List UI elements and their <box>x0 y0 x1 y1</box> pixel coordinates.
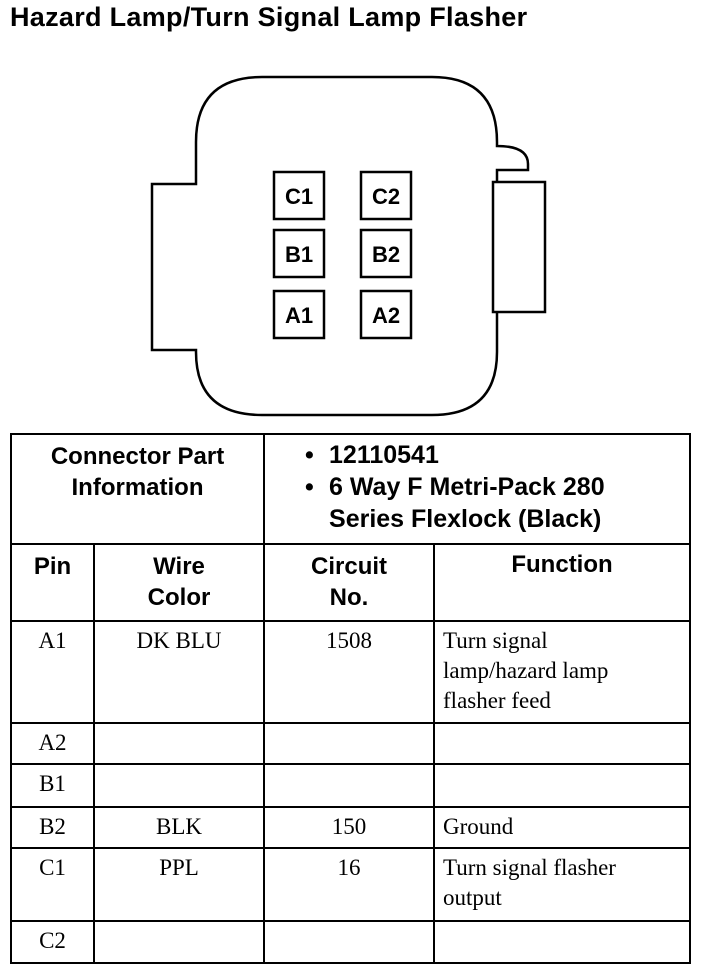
connector-face-diagram: C1 C2 B1 B2 A1 A2 <box>150 75 547 417</box>
col-header-pin: Pin <box>10 543 95 622</box>
column-header-row: Pin Wire Color Circuit No. Function <box>10 543 692 622</box>
col-header-circuit: Circuit No. <box>263 543 436 622</box>
cavity-label: C1 <box>285 184 313 209</box>
part-info-row: Connector Part Information •12110541 •6 … <box>9 433 692 545</box>
cavity-label: C2 <box>372 184 400 209</box>
pin-cell: C2 <box>10 920 95 964</box>
part-number: •12110541 <box>305 441 439 469</box>
circuit-cell <box>263 920 436 964</box>
connector-outline <box>150 75 530 417</box>
page-title: Hazard Lamp/Turn Signal Lamp Flasher <box>10 2 528 32</box>
wire-color-cell: BLK <box>92 806 266 849</box>
circuit-cell: 1508 <box>263 620 436 724</box>
cavity-a1: A1 <box>272 289 326 340</box>
circuit-cell <box>263 722 436 765</box>
function-cell: Turn signal lamp/hazard lamp flasher fee… <box>433 620 692 724</box>
function-cell: Turn signal flasher output <box>433 847 692 922</box>
cavity-c1: C1 <box>272 170 326 221</box>
table-row: B1 <box>10 763 692 808</box>
col-header-wire-color: Wire Color <box>92 543 266 622</box>
bullet-icon: • <box>305 473 314 501</box>
cavity-label: A1 <box>285 303 313 328</box>
circuit-cell: 16 <box>263 847 436 922</box>
cavity-label: A2 <box>372 303 400 328</box>
table-row: C1 PPL 16 Turn signal flasher output <box>10 847 692 922</box>
col-header-function: Function <box>433 543 692 622</box>
part-info-values: •12110541 •6 Way F Metri-Pack 280 Series… <box>263 433 692 545</box>
table-row: B2 BLK 150 Ground <box>10 806 692 849</box>
bullet-icon: • <box>305 441 314 469</box>
connector-info-table: Connector Part Information •12110541 •6 … <box>9 433 692 964</box>
cavity-label: B1 <box>285 242 313 267</box>
cavity-b2: B2 <box>359 228 413 279</box>
wire-color-cell: DK BLU <box>92 620 266 724</box>
function-cell <box>433 920 692 964</box>
cavity-b1: B1 <box>272 228 326 279</box>
cavity-label: B2 <box>372 242 400 267</box>
function-cell <box>433 763 692 808</box>
part-info-label: Connector Part Information <box>9 433 266 545</box>
table-row: A2 <box>10 722 692 765</box>
pin-cell: A1 <box>10 620 95 724</box>
circuit-cell <box>263 763 436 808</box>
pin-cell: B2 <box>10 806 95 849</box>
wire-color-cell <box>92 920 266 964</box>
cavity-a2: A2 <box>359 289 413 340</box>
circuit-cell: 150 <box>263 806 436 849</box>
table-row: C2 <box>10 920 692 964</box>
table-row: A1 DK BLU 1508 Turn signal lamp/hazard l… <box>10 620 692 724</box>
wire-color-cell <box>92 722 266 765</box>
connector-latch <box>491 180 547 314</box>
function-cell: Ground <box>433 806 692 849</box>
pin-cell: C1 <box>10 847 95 922</box>
wire-color-cell <box>92 763 266 808</box>
pin-cell: A2 <box>10 722 95 765</box>
pin-cell: B1 <box>10 763 95 808</box>
cavity-c2: C2 <box>359 170 413 221</box>
function-cell <box>433 722 692 765</box>
part-description: •6 Way F Metri-Pack 280 <box>305 473 605 501</box>
wire-color-cell: PPL <box>92 847 266 922</box>
